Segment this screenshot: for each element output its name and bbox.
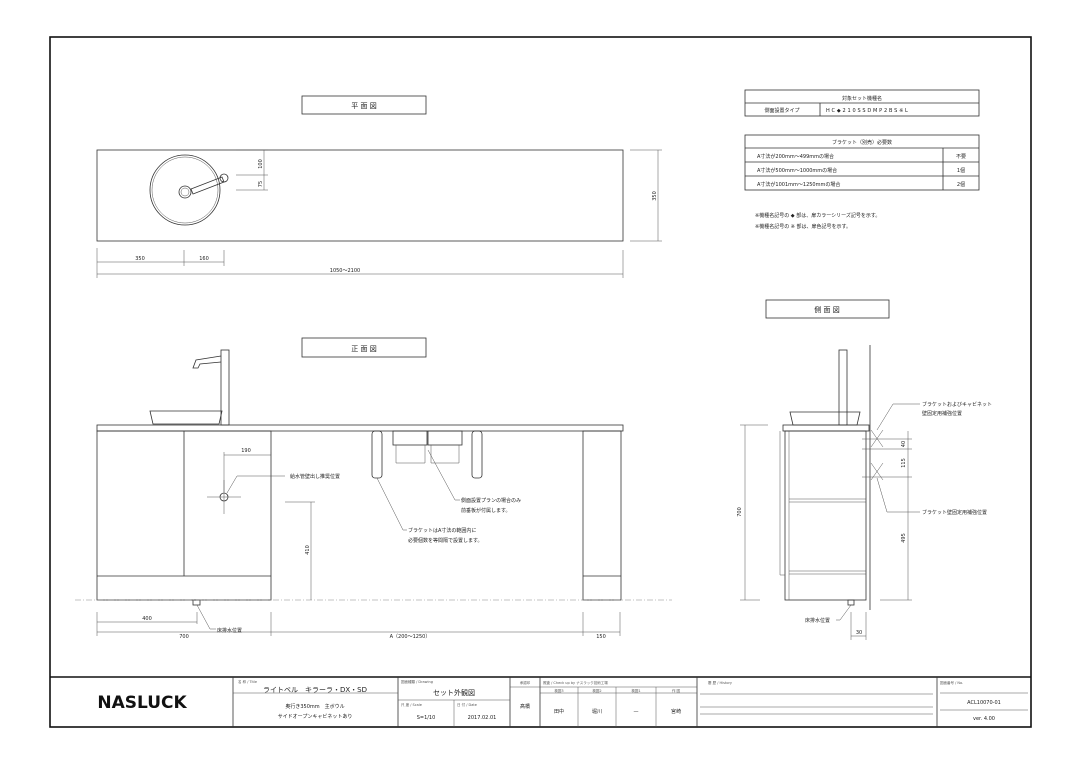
drawing-version: ver. 4.00: [973, 716, 995, 722]
checker-name: 堀川: [592, 708, 602, 715]
model-row-value: HC◆210SSDMP2BS※L: [826, 108, 910, 114]
dim-495: 495: [901, 533, 907, 543]
countertop-front: [96, 424, 624, 432]
countertop-plan: [96, 149, 624, 242]
model-table-header: 対象セット機種名: [842, 95, 882, 102]
label-side-note-2: 壁固定用補強位置: [922, 410, 962, 417]
drawing-number: ACL10070-01: [967, 700, 1001, 706]
bracket-row-condition: A寸法が1001mm～1250mmの場合: [757, 181, 840, 188]
checker-name: 田中: [554, 708, 564, 715]
label-front-panel-note: 側面設置プランの場合のみ: [461, 497, 521, 504]
bowl-front: [149, 410, 223, 425]
bracket-table: ブラケット（別売）必要数 A寸法が200mm～499mmの場合 不要 A寸法が5…: [744, 134, 980, 191]
dim-width: 1050～2100: [330, 268, 360, 274]
approver-name: 髙橋: [520, 703, 530, 710]
checker-role: 検図1: [631, 688, 640, 693]
drawing-type: セット外観図: [433, 688, 475, 697]
model-row-label: 側面設置タイプ: [764, 107, 799, 114]
dim-75: 75: [258, 181, 264, 187]
label-side-note: ブラケットおよびキャビネット: [922, 401, 992, 408]
dim-a: A（200～1250）: [390, 634, 431, 640]
bracket-row-qty: 2個: [957, 181, 965, 188]
bracket-table-header: ブラケット（別売）必要数: [832, 139, 892, 146]
faucet-plan: [190, 176, 225, 195]
approval-caption: 承認印: [520, 680, 531, 685]
dim-30: 30: [856, 630, 862, 636]
front-view: 正 面 図 190 410 400 700 A（200～1250） 150 給水…: [75, 337, 672, 640]
dim-190: 190: [241, 448, 251, 454]
drain-plan: [178, 185, 192, 199]
bracket-right: [471, 430, 483, 479]
title-caption: 名 称 / Title: [238, 679, 257, 684]
dim-350: 350: [135, 256, 145, 262]
history-caption: 履 歴 / History: [708, 680, 732, 685]
date-caption: 日 付 / Date: [457, 702, 477, 707]
side-view-title: 側 面 図: [814, 305, 839, 314]
plan-view: 平 面 図 100 75 350 350 160 1050～2100: [96, 95, 662, 278]
cabinet-side: [784, 430, 867, 601]
checker-role: 検図2: [592, 688, 601, 693]
label-drain-side: 床排水位置: [805, 617, 830, 624]
bracket-row-qty: 1個: [957, 167, 965, 174]
front-view-title: 正 面 図: [351, 345, 376, 353]
check-caption: 照査 / Check up by ナスラック技術工場: [543, 680, 608, 685]
label-supply-position: 給水管壁出し推奨位置: [290, 473, 340, 480]
model-table: 対象セット機種名 側面設置タイプ HC◆210SSDMP2BS※L: [744, 89, 980, 117]
dim-150: 150: [596, 634, 606, 640]
dim-700: 700: [179, 634, 189, 640]
label-bracket-note: ブラケットはA寸法の範囲内に: [408, 527, 476, 534]
note-1: ※機種名記号の ◆ 部は、扉カラーシリーズ記号を示す。: [755, 212, 880, 219]
dim-100: 100: [258, 159, 264, 169]
dim-side-700: 700: [737, 507, 743, 517]
plan-view-title: 平 面 図: [351, 102, 376, 110]
title-block: NASLUCK 名 称 / Title ライトベル キラーラ・DX・SD 奥行き…: [50, 676, 1031, 727]
dim-400: 400: [142, 616, 152, 622]
nasluck-logo: NASLUCK: [97, 693, 187, 713]
drawing-subtitle-1: 奥行き350mm 主ボウル: [285, 703, 344, 710]
label-front-panel-note-2: 前垂板が付属します。: [461, 507, 511, 514]
checker-name: 宮崎: [671, 708, 681, 715]
number-caption: 図面番号 / No.: [940, 680, 963, 685]
checker-role: 作 図: [672, 688, 681, 693]
scale-caption: 尺 度 / Scale: [401, 702, 422, 707]
label-side-note-3: ブラケット壁固定用補強位置: [922, 509, 987, 516]
dim-depth-350: 350: [652, 191, 658, 201]
label-drain-front: 床排水位置: [217, 627, 242, 634]
bracket-row-condition: A寸法が500mm～1000mmの場合: [757, 167, 837, 174]
faucet-front: [220, 349, 230, 426]
checker-role: 検図3: [554, 688, 563, 693]
side-panel-front: [582, 430, 622, 601]
countertop-side: [782, 424, 870, 432]
bracket-row-qty: 不要: [956, 154, 966, 160]
label-bracket-note-2: 必要個数を等間隔で設置します。: [408, 537, 483, 544]
dim-40: 40: [901, 441, 907, 447]
bowl-plan: [149, 154, 221, 226]
drawing-subtitle-2: サイドオープンキャビネットあり: [278, 713, 353, 720]
bracket-left: [371, 430, 383, 479]
drawing-title: ライトベル キラーラ・DX・SD: [263, 686, 367, 694]
checker-name: —: [634, 709, 639, 715]
sheet-border: [49, 36, 1032, 728]
paper-holder: [427, 430, 463, 446]
dim-160: 160: [199, 256, 209, 262]
paper-holder: [392, 430, 428, 446]
bracket-row-condition: A寸法が200mm～499mmの場合: [757, 153, 834, 160]
scale-value: S=1/10: [417, 715, 436, 721]
side-view: 側 面 図 700 40 115 495 30 ブラケットおよびキャビネット 壁…: [737, 299, 992, 640]
note-2: ※機種名記号の ※ 部は、扉色記号を示す。: [755, 223, 851, 230]
drawing-caption: 図面種類 / Drawing: [401, 679, 433, 684]
date-value: 2017.02.01: [468, 715, 497, 721]
dim-115: 115: [901, 458, 907, 468]
dim-410: 410: [305, 545, 311, 555]
